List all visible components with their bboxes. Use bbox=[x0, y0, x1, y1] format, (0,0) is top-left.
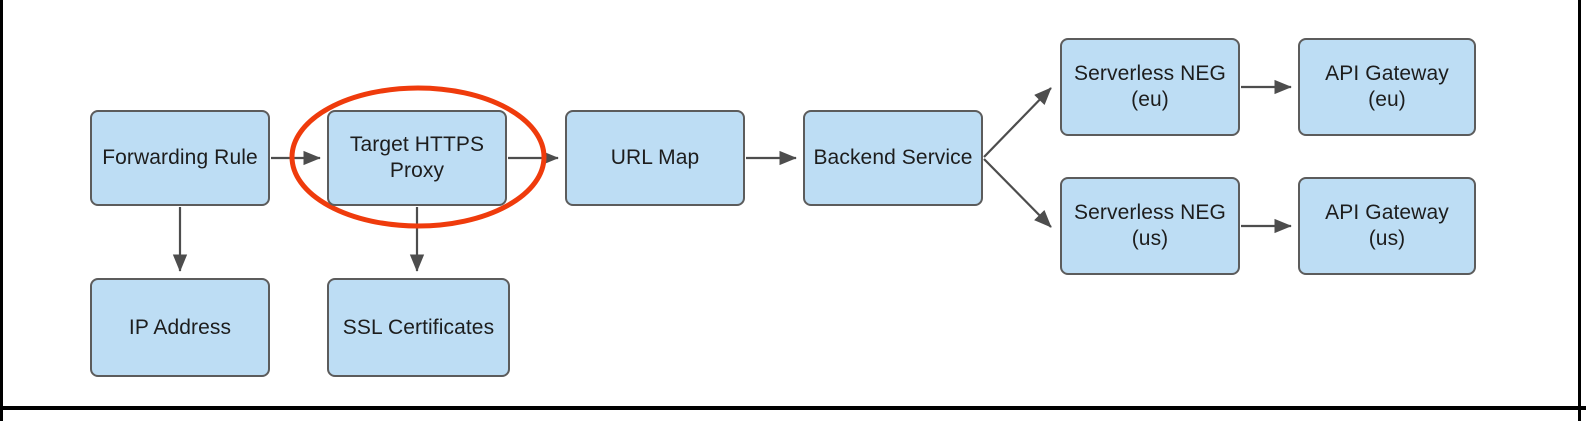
node-label-ssl-certificates: SSL Certificates bbox=[342, 315, 495, 339]
node-label-ip-address: IP Address bbox=[128, 315, 232, 339]
frame-border-right bbox=[1578, 0, 1581, 421]
node-forwarding-rule[interactable]: Forwarding Rule bbox=[90, 110, 270, 206]
node-url-map[interactable]: URL Map bbox=[565, 110, 745, 206]
node-label-api-gateway-us: API Gateway (us) bbox=[1325, 201, 1449, 250]
edge-backend-service-to-serverless-neg-us bbox=[983, 158, 1052, 228]
node-backend-service[interactable]: Backend Service bbox=[803, 110, 983, 206]
frame-border-bottom bbox=[0, 406, 1586, 410]
node-target-https-proxy[interactable]: Target HTTPS Proxy bbox=[327, 110, 507, 206]
node-label-serverless-neg-eu: Serverless NEG (eu) bbox=[1074, 62, 1226, 111]
node-label-target-https-proxy: Target HTTPS Proxy bbox=[349, 133, 485, 182]
frame-border-left bbox=[0, 0, 3, 421]
node-serverless-neg-us[interactable]: Serverless NEG (us) bbox=[1060, 177, 1240, 275]
node-serverless-neg-eu[interactable]: Serverless NEG (eu) bbox=[1060, 38, 1240, 136]
node-label-url-map: URL Map bbox=[610, 146, 700, 170]
node-ssl-certificates[interactable]: SSL Certificates bbox=[327, 278, 510, 377]
node-api-gateway-eu[interactable]: API Gateway (eu) bbox=[1298, 38, 1476, 136]
edge-backend-service-to-serverless-neg-eu bbox=[983, 87, 1052, 158]
node-label-forwarding-rule: Forwarding Rule bbox=[102, 146, 258, 170]
node-api-gateway-us[interactable]: API Gateway (us) bbox=[1298, 177, 1476, 275]
node-label-serverless-neg-us: Serverless NEG (us) bbox=[1074, 201, 1226, 250]
node-label-api-gateway-eu: API Gateway (eu) bbox=[1325, 62, 1449, 111]
node-label-backend-service: Backend Service bbox=[813, 146, 973, 170]
node-ip-address[interactable]: IP Address bbox=[90, 278, 270, 377]
